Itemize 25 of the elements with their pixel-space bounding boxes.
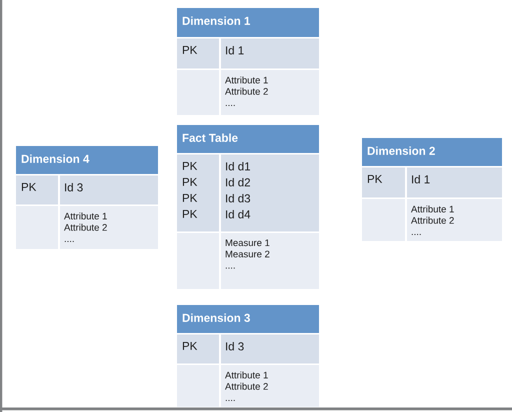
table-cell [16, 206, 58, 249]
table-cell: Id 1 [407, 168, 502, 198]
table-cell: Attribute 1 Attribute 2 .... [221, 70, 319, 115]
table-cell: Measure 1 Measure 2 .... [221, 233, 319, 289]
table-cell: Attribute 1 Attribute 2 .... [60, 206, 158, 249]
table-cell: Id 1 [221, 38, 319, 68]
table-header: Dimension 3 [177, 305, 319, 333]
table-cell: Attribute 1 Attribute 2 .... [221, 365, 319, 407]
table-header: Dimension 2 [362, 138, 502, 166]
table-cell [177, 365, 219, 407]
table-cell: Id d1 Id d2 Id d3 Id d4 [221, 154, 319, 232]
table-cell: PK PK PK PK [177, 154, 219, 232]
table-cell: PK [177, 38, 219, 68]
table-header: Fact Table [177, 125, 319, 153]
table-cell [362, 199, 405, 241]
table-cell: PK [16, 176, 58, 204]
table-cell: PK [177, 334, 219, 364]
table-cell: Id 3 [221, 334, 319, 364]
table-cell: Attribute 1 Attribute 2 .... [407, 199, 502, 241]
table-cell: PK [362, 168, 405, 198]
table-header: Dimension 1 [177, 8, 319, 37]
table-cell [177, 233, 219, 289]
table-cell [177, 70, 219, 115]
table-cell: Id 3 [60, 176, 158, 204]
table-header: Dimension 4 [16, 146, 158, 174]
